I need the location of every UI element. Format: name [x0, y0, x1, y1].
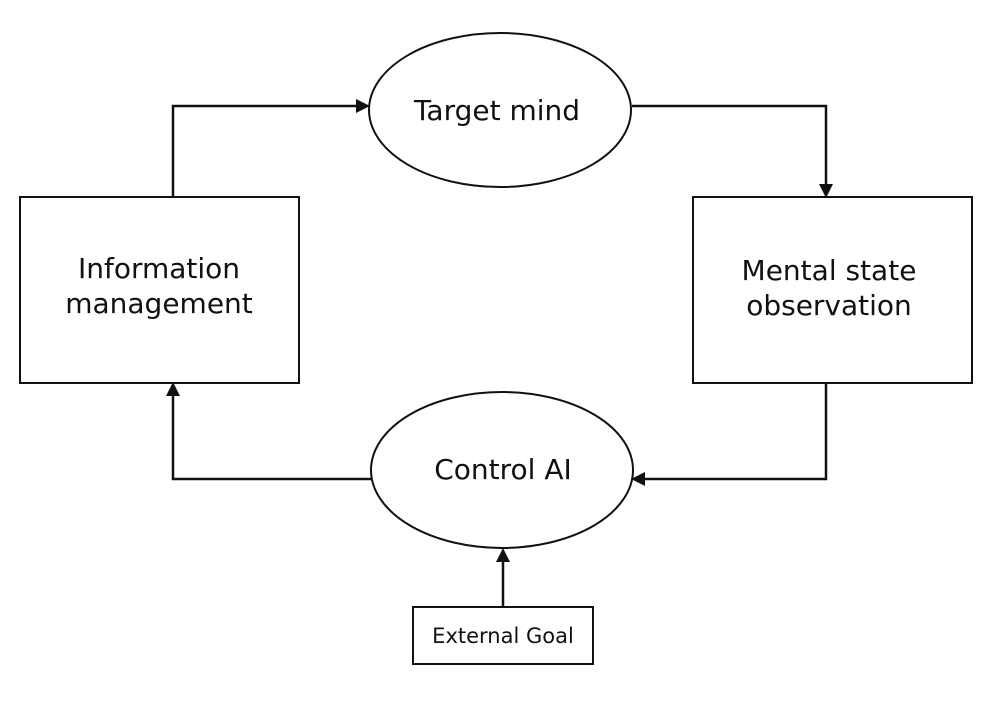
edge-target-mind-to-mental-state-observation: [632, 104, 828, 184]
node-target-mind: Target mind: [368, 32, 632, 188]
edge-information-management-to-target-mind: [171, 104, 356, 197]
arrowhead-target-mind-left: [356, 99, 370, 113]
control-ai-ellipse: [370, 391, 634, 549]
node-control-ai: Control AI: [370, 391, 634, 549]
control-ai-label: Control AI: [434, 453, 572, 486]
arrowhead-control-ai-bottom: [496, 548, 510, 562]
information-management-label-line1: Information: [78, 252, 240, 285]
node-mental-state-observation: Mental state observation: [692, 196, 973, 384]
target-mind-label: Target mind: [413, 94, 580, 127]
external-goal-label: External Goal: [432, 624, 574, 648]
node-information-management: Information management: [19, 196, 300, 384]
edge-mental-state-observation-to-control-ai: [645, 383, 828, 481]
external-goal-box: [412, 606, 594, 665]
arrowhead-information-management-bottom: [166, 382, 180, 396]
information-management-label-line2: management: [65, 287, 253, 320]
arrowhead-mental-state-observation-top: [819, 184, 833, 198]
mental-state-observation-box: [692, 196, 973, 384]
edges: [166, 99, 833, 607]
edge-control-ai-to-information-management: [171, 396, 372, 481]
target-mind-ellipse: [368, 32, 632, 188]
node-external-goal: External Goal: [412, 606, 594, 665]
information-management-box: [19, 196, 300, 384]
mental-state-observation-label-line2: observation: [746, 289, 912, 322]
arrowhead-control-ai-right: [631, 472, 645, 486]
mental-state-observation-label-line1: Mental state: [742, 254, 917, 287]
